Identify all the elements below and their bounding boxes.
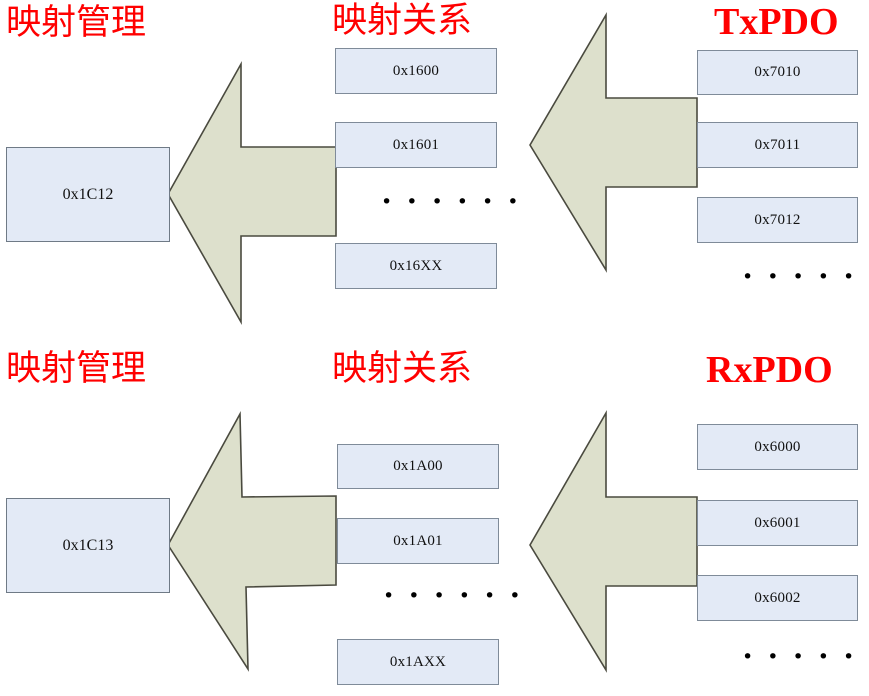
arrow-top-right: [529, 12, 698, 273]
heading-top-mid: 映射关系: [332, 1, 473, 41]
pdo-object-box[interactable]: 0x7012: [697, 197, 858, 243]
mapping-ellipsis: • • • • • •: [383, 585, 525, 607]
heading-bottom-right: RxPDO: [706, 349, 833, 391]
mapping-object-box[interactable]: 0x1A01: [337, 518, 499, 564]
heading-top-left: 映射管理: [6, 3, 147, 43]
pdo-object-box[interactable]: 0x6001: [697, 500, 858, 546]
pdo-object-box[interactable]: 0x7011: [697, 122, 858, 168]
arrow-top-left: [167, 60, 337, 326]
arrow-bottom-right: [529, 410, 698, 673]
sync-manager-box-1c13[interactable]: 0x1C13: [6, 498, 170, 593]
pdo-ellipsis: • • • • • •: [742, 266, 869, 288]
pdo-ellipsis: • • • • • •: [742, 646, 869, 668]
mapping-object-box[interactable]: 0x1600: [335, 48, 497, 94]
mapping-object-box[interactable]: 0x1A00: [337, 444, 499, 489]
arrow-bottom-left: [167, 411, 337, 672]
mapping-object-box[interactable]: 0x1AXX: [337, 639, 499, 685]
pdo-object-box[interactable]: 0x6000: [697, 424, 858, 470]
mapping-object-box[interactable]: 0x16XX: [335, 243, 497, 289]
heading-bottom-left: 映射管理: [6, 349, 147, 389]
pdo-object-box[interactable]: 0x6002: [697, 575, 858, 621]
mapping-object-box[interactable]: 0x1601: [335, 122, 497, 168]
heading-bottom-mid: 映射关系: [332, 349, 473, 389]
sync-manager-box-1c12[interactable]: 0x1C12: [6, 147, 170, 242]
heading-top-right: TxPDO: [714, 1, 839, 43]
mapping-ellipsis: • • • • • •: [381, 191, 523, 213]
pdo-object-box[interactable]: 0x7010: [697, 50, 858, 95]
